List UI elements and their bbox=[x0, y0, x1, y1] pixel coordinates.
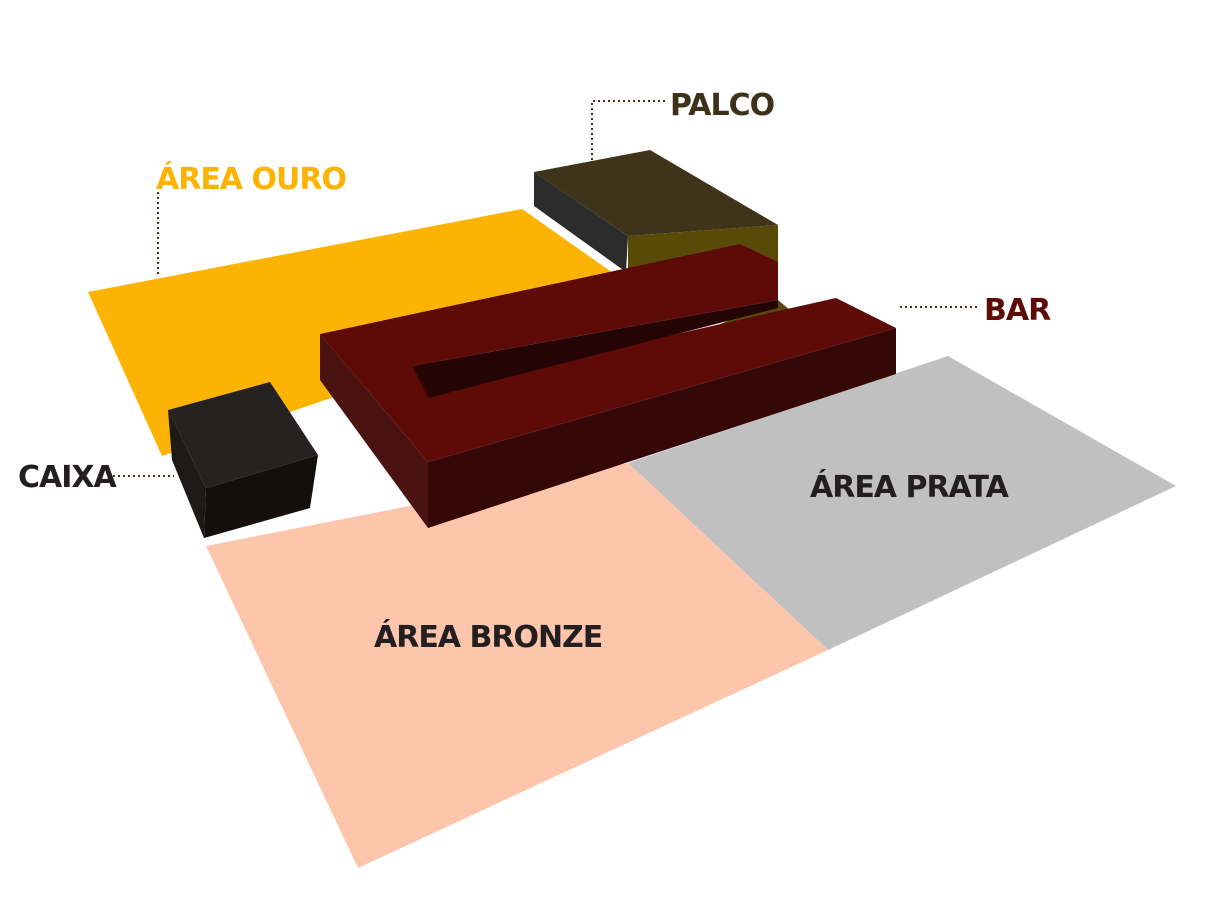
palco-leader-line bbox=[591, 100, 668, 160]
caixa-top bbox=[168, 382, 318, 488]
caixa-label: CAIXA bbox=[18, 460, 118, 495]
bar-block bbox=[320, 244, 896, 528]
caixa-left-side bbox=[168, 410, 206, 538]
palco-left-side bbox=[534, 172, 628, 272]
bar-inner-wall bbox=[412, 366, 428, 398]
area-prata-floor bbox=[628, 356, 1176, 650]
caixa-front bbox=[204, 455, 318, 538]
palco-label: PALCO bbox=[670, 88, 774, 123]
bar-inner-channel bbox=[412, 300, 778, 398]
area-bronze-label: ÁREA BRONZE bbox=[374, 619, 602, 655]
area-prata-label: ÁREA PRATA bbox=[810, 469, 1010, 505]
bar-label: BAR bbox=[984, 293, 1051, 328]
bar-left-side bbox=[320, 334, 428, 528]
palco-top bbox=[534, 150, 778, 236]
area-bronze-floor bbox=[206, 463, 828, 868]
area-ouro-label: ÁREA OURO bbox=[156, 161, 346, 197]
bar-top bbox=[320, 244, 896, 462]
caixa-block bbox=[168, 382, 318, 538]
bar-front bbox=[428, 328, 896, 528]
